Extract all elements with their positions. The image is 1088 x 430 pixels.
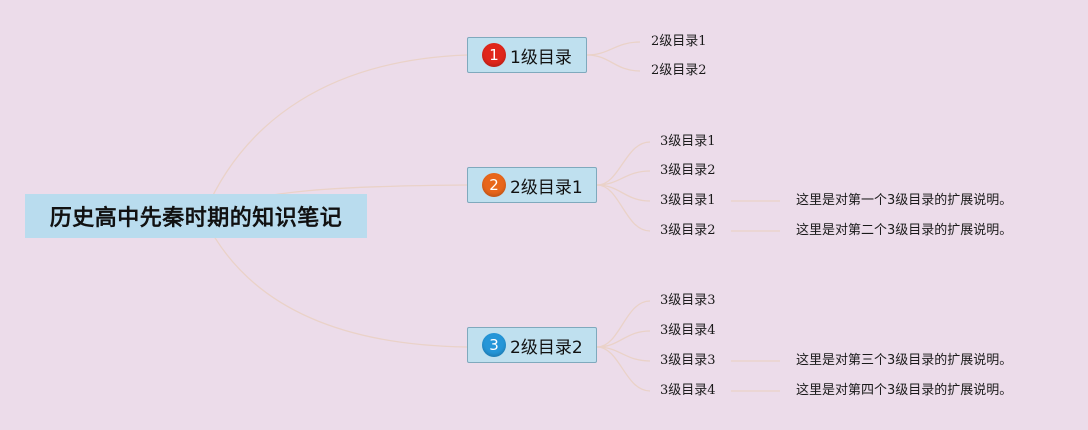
connector-branch-1-leaf-1 <box>586 41 641 56</box>
priority-3-icon: 3 <box>482 333 506 357</box>
leaf-topic-3-4[interactable]: 3级目录4 <box>660 383 716 398</box>
note-text-2-4: 这里是对第二个3级目录的扩展说明。 <box>796 223 1013 238</box>
root-topic-label: 历史高中先秦时期的知识笔记 <box>49 206 343 231</box>
note-text-3-3: 这里是对第三个3级目录的扩展说明。 <box>796 353 1013 368</box>
connector-branch-3-leaf-1 <box>596 300 651 348</box>
branch-topic-2-label: 2级目录1 <box>510 177 583 198</box>
priority-1-icon: 1 <box>482 43 506 67</box>
connector-branch-1-leaf-2 <box>586 54 641 72</box>
leaf-topic-3-2[interactable]: 3级目录4 <box>660 323 716 338</box>
connector-branch-3-leaf-2 <box>596 330 651 348</box>
note-text-2-3: 这里是对第一个3级目录的扩展说明。 <box>796 193 1013 208</box>
connector-branch-2-leaf-4 <box>596 184 651 232</box>
leaf-topic-3-1[interactable]: 3级目录3 <box>660 293 716 308</box>
connector-branch-2-leaf-1 <box>596 141 651 186</box>
leaf-topic-2-3[interactable]: 3级目录1 <box>660 193 716 208</box>
branch-topic-3[interactable]: 3 2级目录2 <box>467 327 597 363</box>
leaf-topic-2-4[interactable]: 3级目录2 <box>660 223 716 238</box>
leaf-topic-1-2[interactable]: 2级目录2 <box>651 63 707 78</box>
connector-root-branch-1 <box>204 54 468 213</box>
leaf-topic-2-2[interactable]: 3级目录2 <box>660 163 716 178</box>
note-text-3-4: 这里是对第四个3级目录的扩展说明。 <box>796 383 1013 398</box>
branch-topic-1-label: 1级目录 <box>510 47 572 68</box>
branch-topic-1[interactable]: 1 1级目录 <box>467 37 587 73</box>
leaf-topic-3-3[interactable]: 3级目录3 <box>660 353 716 368</box>
leaf-topic-2-1[interactable]: 3级目录1 <box>660 134 716 149</box>
priority-2-icon: 2 <box>482 173 506 197</box>
root-topic[interactable]: 历史高中先秦时期的知识笔记 <box>25 194 367 238</box>
connector-root-branch-3 <box>204 219 468 348</box>
connector-branch-3-leaf-4 <box>596 346 651 392</box>
branch-topic-3-label: 2级目录2 <box>510 337 583 358</box>
branch-topic-2[interactable]: 2 2级目录1 <box>467 167 597 203</box>
leaf-topic-1-1[interactable]: 2级目录1 <box>651 34 707 49</box>
connector-branch-2-leaf-2 <box>596 170 651 186</box>
